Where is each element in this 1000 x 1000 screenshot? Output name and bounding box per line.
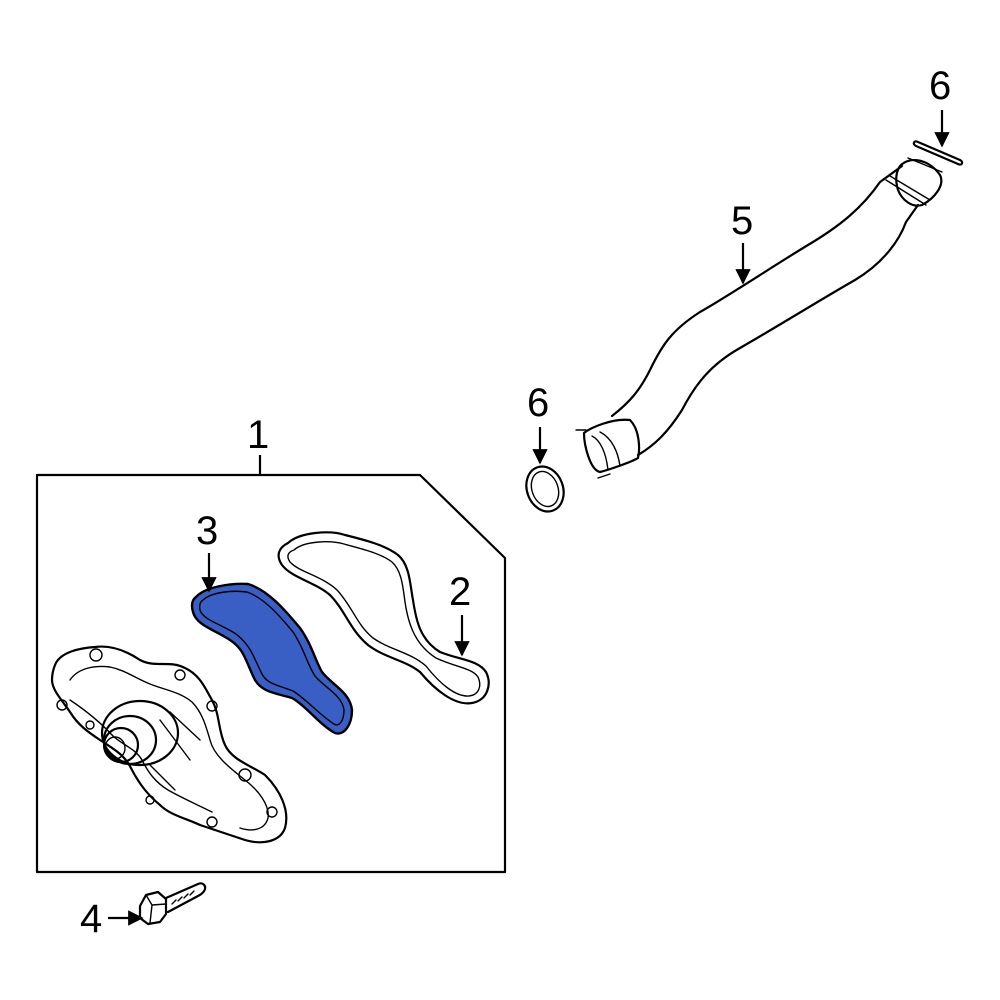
part-6-oring-mid[interactable] (520, 461, 570, 517)
water-pump[interactable] (50, 645, 288, 844)
part-2-gasket[interactable] (277, 531, 490, 705)
callout-1[interactable]: 1 (247, 413, 269, 457)
callout-2[interactable]: 2 (449, 570, 471, 614)
callout-6-mid[interactable]: 6 (527, 381, 549, 425)
part-6-oring-top[interactable] (912, 140, 964, 166)
assembly-box (35, 473, 507, 874)
part-3-gasket-highlighted[interactable] (190, 582, 354, 735)
callout-4[interactable]: 4 (80, 897, 102, 941)
callout-5[interactable]: 5 (731, 199, 753, 243)
callout-6-top[interactable]: 6 (929, 64, 951, 108)
part-4-bolt[interactable] (138, 882, 207, 926)
part-5-coolant-tube[interactable] (575, 157, 943, 479)
callout-3[interactable]: 3 (196, 509, 218, 553)
